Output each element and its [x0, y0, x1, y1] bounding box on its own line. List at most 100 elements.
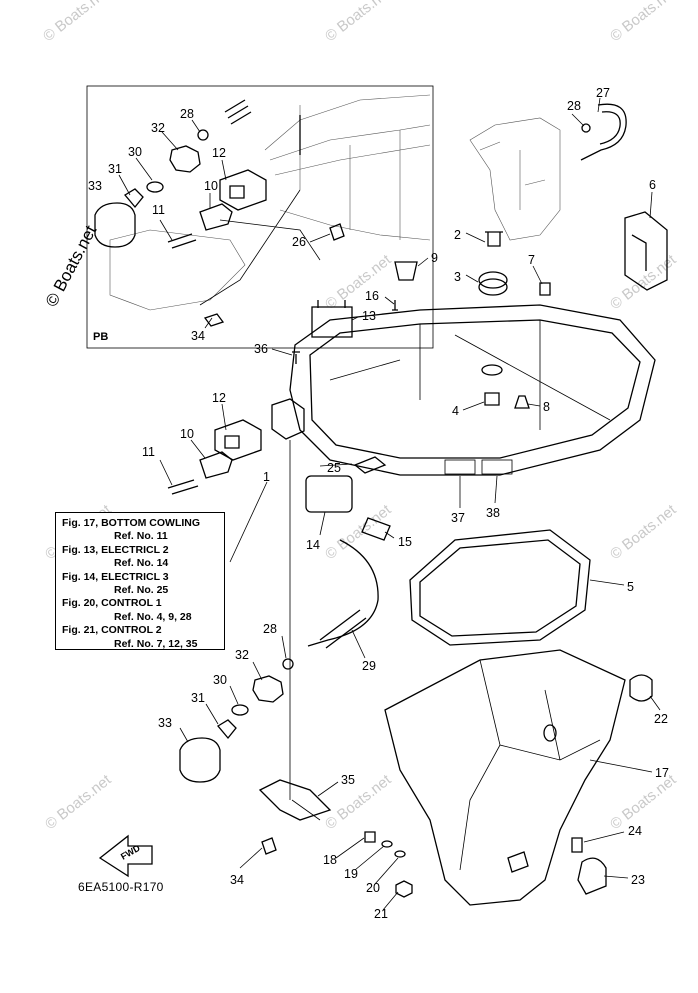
- callout-21: 21: [374, 907, 388, 921]
- lower-left-parts: [179, 658, 653, 898]
- part-12-main: [214, 419, 262, 461]
- part-7-bolt: [539, 282, 551, 296]
- callout-22: 22: [654, 712, 668, 726]
- callout-25: 25: [327, 461, 341, 475]
- part-18-bolt: [364, 831, 376, 843]
- part-1-fitting: [271, 398, 305, 440]
- callout-17: 17: [655, 766, 669, 780]
- part-29-boot: [319, 609, 367, 649]
- ref-number-line: Ref. No. 4, 9, 28: [114, 610, 192, 623]
- ref-number-line: Ref. No. 25: [114, 584, 169, 597]
- part-5-seal: [409, 529, 591, 646]
- callouts: 28 32 30 12 31 10 33 11 26 34 27 28 6 2 …: [88, 86, 669, 921]
- part-24-bolt: [571, 837, 583, 853]
- ref-number-line: Ref. No. 7, 12, 35: [114, 637, 198, 650]
- part-9-grommet: [394, 261, 418, 281]
- callout-34: 34: [230, 873, 244, 887]
- inset-panel: PB: [86, 85, 434, 349]
- callout-19: 19: [344, 867, 358, 881]
- callout-11: 11: [142, 445, 155, 459]
- ref-fig-line: Fig. 14, ELECTRICL 3: [62, 570, 169, 583]
- callout-6: 6: [649, 178, 656, 192]
- part-23-plate: [577, 857, 607, 895]
- label-38: [481, 459, 513, 475]
- part-3-mount: [478, 278, 508, 296]
- watermark: © Boats.net: [322, 0, 395, 45]
- bottom-cowling: [167, 231, 656, 541]
- inset-label: PB: [93, 331, 108, 343]
- part-30-lower: [231, 704, 249, 716]
- callout-30: 30: [128, 145, 142, 159]
- diagram-code: 6EA5100-R170: [78, 880, 164, 894]
- cowling-outer: [289, 304, 656, 476]
- ref-fig-line: Fig. 13, ELECTRICL 2: [62, 543, 169, 556]
- callout-2: 2: [454, 228, 461, 242]
- part-12-inset: [219, 169, 267, 211]
- callout-1: 1: [263, 470, 270, 484]
- callout-24: 24: [628, 824, 642, 838]
- callout-9: 9: [431, 251, 438, 265]
- callout-26: 26: [292, 235, 306, 249]
- callout-37: 37: [451, 511, 465, 525]
- part-28-inset: [197, 129, 209, 141]
- callout-28: 28: [180, 107, 194, 121]
- part-31-lower: [217, 719, 237, 740]
- bracket-assembly: [469, 103, 668, 291]
- part-13-clip: [311, 300, 353, 338]
- part-14-switch: [305, 475, 353, 513]
- callout-23: 23: [631, 873, 645, 887]
- callout-12: 12: [212, 391, 226, 405]
- watermark: © Boats.net: [42, 771, 115, 833]
- part-21-nut: [395, 880, 413, 898]
- callout-28: 28: [263, 622, 277, 636]
- cowling-latch: [507, 851, 529, 873]
- callout-29: 29: [362, 659, 376, 673]
- reference-box: Fig. 17, BOTTOM COWLING Ref. No. 11 Fig.…: [55, 512, 225, 650]
- callout-3: 3: [454, 270, 461, 284]
- callout-5: 5: [627, 580, 634, 594]
- part-34-inset: [203, 313, 225, 327]
- part-35-bracket: [258, 779, 332, 821]
- watermark: © Boats.net: [322, 771, 395, 833]
- part-28-lower: [282, 658, 294, 670]
- watermark: © Boats.net: [322, 251, 395, 313]
- callout-4: 4: [452, 404, 459, 418]
- leader-lines: [118, 97, 661, 911]
- part-20-washer: [394, 850, 406, 858]
- ref-fig-line: Fig. 17, BOTTOM COWLING: [62, 517, 201, 529]
- part-3-mount-top: [478, 271, 508, 289]
- part-2-bolt: [485, 231, 503, 247]
- part-30-inset: [146, 181, 164, 193]
- callout-28: 28: [567, 99, 581, 113]
- inset-frame: [86, 85, 434, 349]
- part-5-seal-inner: [419, 539, 581, 637]
- cowling-inner-lines: [329, 320, 611, 430]
- callout-34: 34: [191, 329, 205, 343]
- part-33-lower: [179, 737, 221, 783]
- part-28-upper: [581, 123, 591, 133]
- callout-32: 32: [151, 121, 165, 135]
- part-8-valve: [514, 395, 530, 409]
- callout-18: 18: [323, 853, 337, 867]
- callout-33: 33: [88, 179, 102, 193]
- part-11-main: [167, 479, 199, 495]
- part-10-inset: [199, 203, 233, 231]
- watermark: © Boats.net: [607, 251, 680, 313]
- callout-13: 13: [362, 309, 376, 323]
- watermark: © Boats.net: [607, 501, 680, 563]
- fwd-arrow-icon: [98, 834, 153, 878]
- part-27-cable-inner: [599, 111, 621, 145]
- callout-16: 16: [365, 289, 379, 303]
- callout-20: 20: [366, 881, 380, 895]
- part-25-plate: [353, 456, 387, 474]
- part-27-cable: [580, 103, 627, 161]
- ref-fig-line: Fig. 20, CONTROL 1: [62, 597, 162, 610]
- watermark: © Boats.net: [607, 0, 680, 45]
- callout-11: 11: [152, 203, 165, 217]
- part-6-bracket: [624, 211, 668, 291]
- part-22-grommet: [629, 674, 653, 702]
- callout-10: 10: [204, 179, 218, 193]
- part-36-screw: [292, 351, 300, 364]
- part-10-main: [199, 451, 233, 479]
